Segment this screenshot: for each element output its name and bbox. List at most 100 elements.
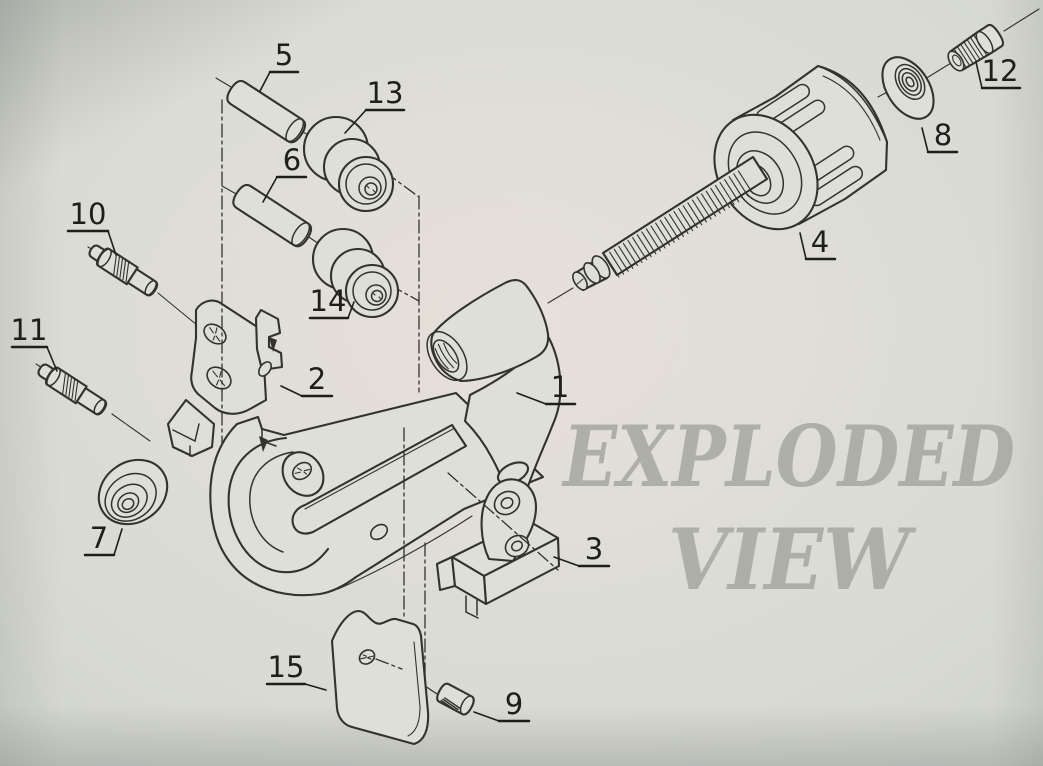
rod-tip-ring1 xyxy=(583,262,601,284)
rod-threads xyxy=(604,170,753,278)
wheel-ring1 xyxy=(104,472,157,522)
body-thread-hole xyxy=(432,339,460,373)
label-14-text: 14 xyxy=(310,284,347,318)
washer-ring3 xyxy=(901,72,919,92)
knob-back-rim xyxy=(817,65,888,143)
plate-hole xyxy=(358,649,376,665)
label-9: 9 xyxy=(473,687,531,723)
axis-pin5-back xyxy=(215,77,232,88)
carriage-foot-notch xyxy=(465,595,479,619)
label-3: 3 xyxy=(553,532,611,568)
part-1-main-body xyxy=(209,278,562,597)
label-2-text: 2 xyxy=(308,362,326,396)
carrier-side-boss xyxy=(257,361,273,377)
label-6-text: 6 xyxy=(283,143,301,177)
carriage-roller-upper xyxy=(493,490,521,516)
screw12-socket xyxy=(952,54,962,67)
label-14-leader xyxy=(347,301,355,319)
construction-line-plate-hole xyxy=(375,658,403,670)
roller14-ring xyxy=(352,271,392,311)
label-13: 13 xyxy=(344,76,406,134)
roller13-ring xyxy=(345,163,387,205)
part-4-feed-screw-knob xyxy=(572,64,889,292)
label-8: 8 xyxy=(921,118,959,154)
construction-line-pin9 xyxy=(424,542,441,697)
part-5-pin xyxy=(226,79,307,144)
carrier-foot-notch xyxy=(172,423,200,457)
body-barrel xyxy=(430,278,550,383)
label-9-leader xyxy=(473,711,500,722)
label-11: 11 xyxy=(11,313,58,372)
part-14-roller xyxy=(311,227,400,319)
part-12-screw xyxy=(947,23,1005,72)
part-7-cutting-wheel xyxy=(97,458,169,526)
part-9-roll-pin xyxy=(436,682,475,716)
label-15-leader xyxy=(304,683,327,691)
label-8-text: 8 xyxy=(934,118,952,152)
carriage-roller-lower-bore xyxy=(510,540,524,552)
roller13-hub xyxy=(358,176,382,200)
screw11-collar xyxy=(46,367,61,387)
carrier-hole-2 xyxy=(206,366,232,390)
wheel-ring2 xyxy=(110,483,148,518)
knob-back-rim-inner xyxy=(822,75,881,141)
wheel-bore xyxy=(121,497,135,511)
part-8-washer xyxy=(881,56,935,120)
label-14: 14 xyxy=(308,284,355,320)
roller14-front xyxy=(344,263,400,319)
label-12: 12 xyxy=(975,54,1022,90)
label-9-text: 9 xyxy=(505,687,523,721)
label-5: 5 xyxy=(259,38,300,92)
screw10-tip-face xyxy=(144,280,157,296)
screw11-tip-face xyxy=(93,399,106,415)
roller13-bore-marks xyxy=(366,185,376,193)
label-1: 1 xyxy=(516,370,577,406)
washer-ring2 xyxy=(898,67,922,96)
part-labels: 1 2 3 4 5 6 7 xyxy=(11,38,1022,723)
pin9-slot xyxy=(440,697,461,712)
threaded-rod xyxy=(572,155,769,292)
label-12-text: 12 xyxy=(982,54,1019,88)
label-7-leader xyxy=(113,528,123,556)
carrier-hole-1-cross xyxy=(209,327,221,342)
label-13-leader xyxy=(344,109,367,134)
label-4: 4 xyxy=(799,225,837,261)
part-10-spring-screw xyxy=(88,244,159,297)
label-2-leader xyxy=(280,385,303,397)
body-wheel-pin-hole xyxy=(291,461,313,481)
pin5-face xyxy=(285,117,305,143)
body-thread-bore xyxy=(432,339,460,373)
plate-outline xyxy=(330,609,430,746)
watermark-line1: EXPLODED xyxy=(561,407,1015,506)
roller14-hub xyxy=(365,284,387,306)
label-4-text: 4 xyxy=(811,225,829,259)
screw12-head-ring xyxy=(975,30,994,55)
label-1-text: 1 xyxy=(551,370,569,404)
body-pin-hole xyxy=(291,461,313,481)
label-10-text: 10 xyxy=(70,197,107,231)
roller14-bore xyxy=(370,289,384,303)
label-6-leader xyxy=(262,176,278,203)
axis-screw12-out xyxy=(1003,8,1040,32)
body-thread-marks xyxy=(434,342,458,370)
watermark-line2: VIEW xyxy=(668,510,917,609)
part-15-cover-plate xyxy=(330,609,430,746)
pin5-body xyxy=(226,79,307,144)
label-12-leader xyxy=(975,61,983,89)
screw10-spring xyxy=(113,253,130,283)
carrier-body xyxy=(190,299,268,415)
label-10: 10 xyxy=(66,197,117,256)
body-rail-ridge xyxy=(304,428,454,510)
label-6: 6 xyxy=(262,143,308,203)
label-15-text: 15 xyxy=(268,650,305,684)
label-8-leader xyxy=(921,127,929,153)
label-7: 7 xyxy=(83,521,123,557)
axis-screw11-wheel xyxy=(111,413,151,442)
plate-hole-cross xyxy=(360,654,375,660)
pin6-body xyxy=(232,183,313,248)
label-11-leader xyxy=(46,346,58,372)
carrier-hole-upper xyxy=(203,323,227,345)
carrier-foot xyxy=(166,398,216,458)
